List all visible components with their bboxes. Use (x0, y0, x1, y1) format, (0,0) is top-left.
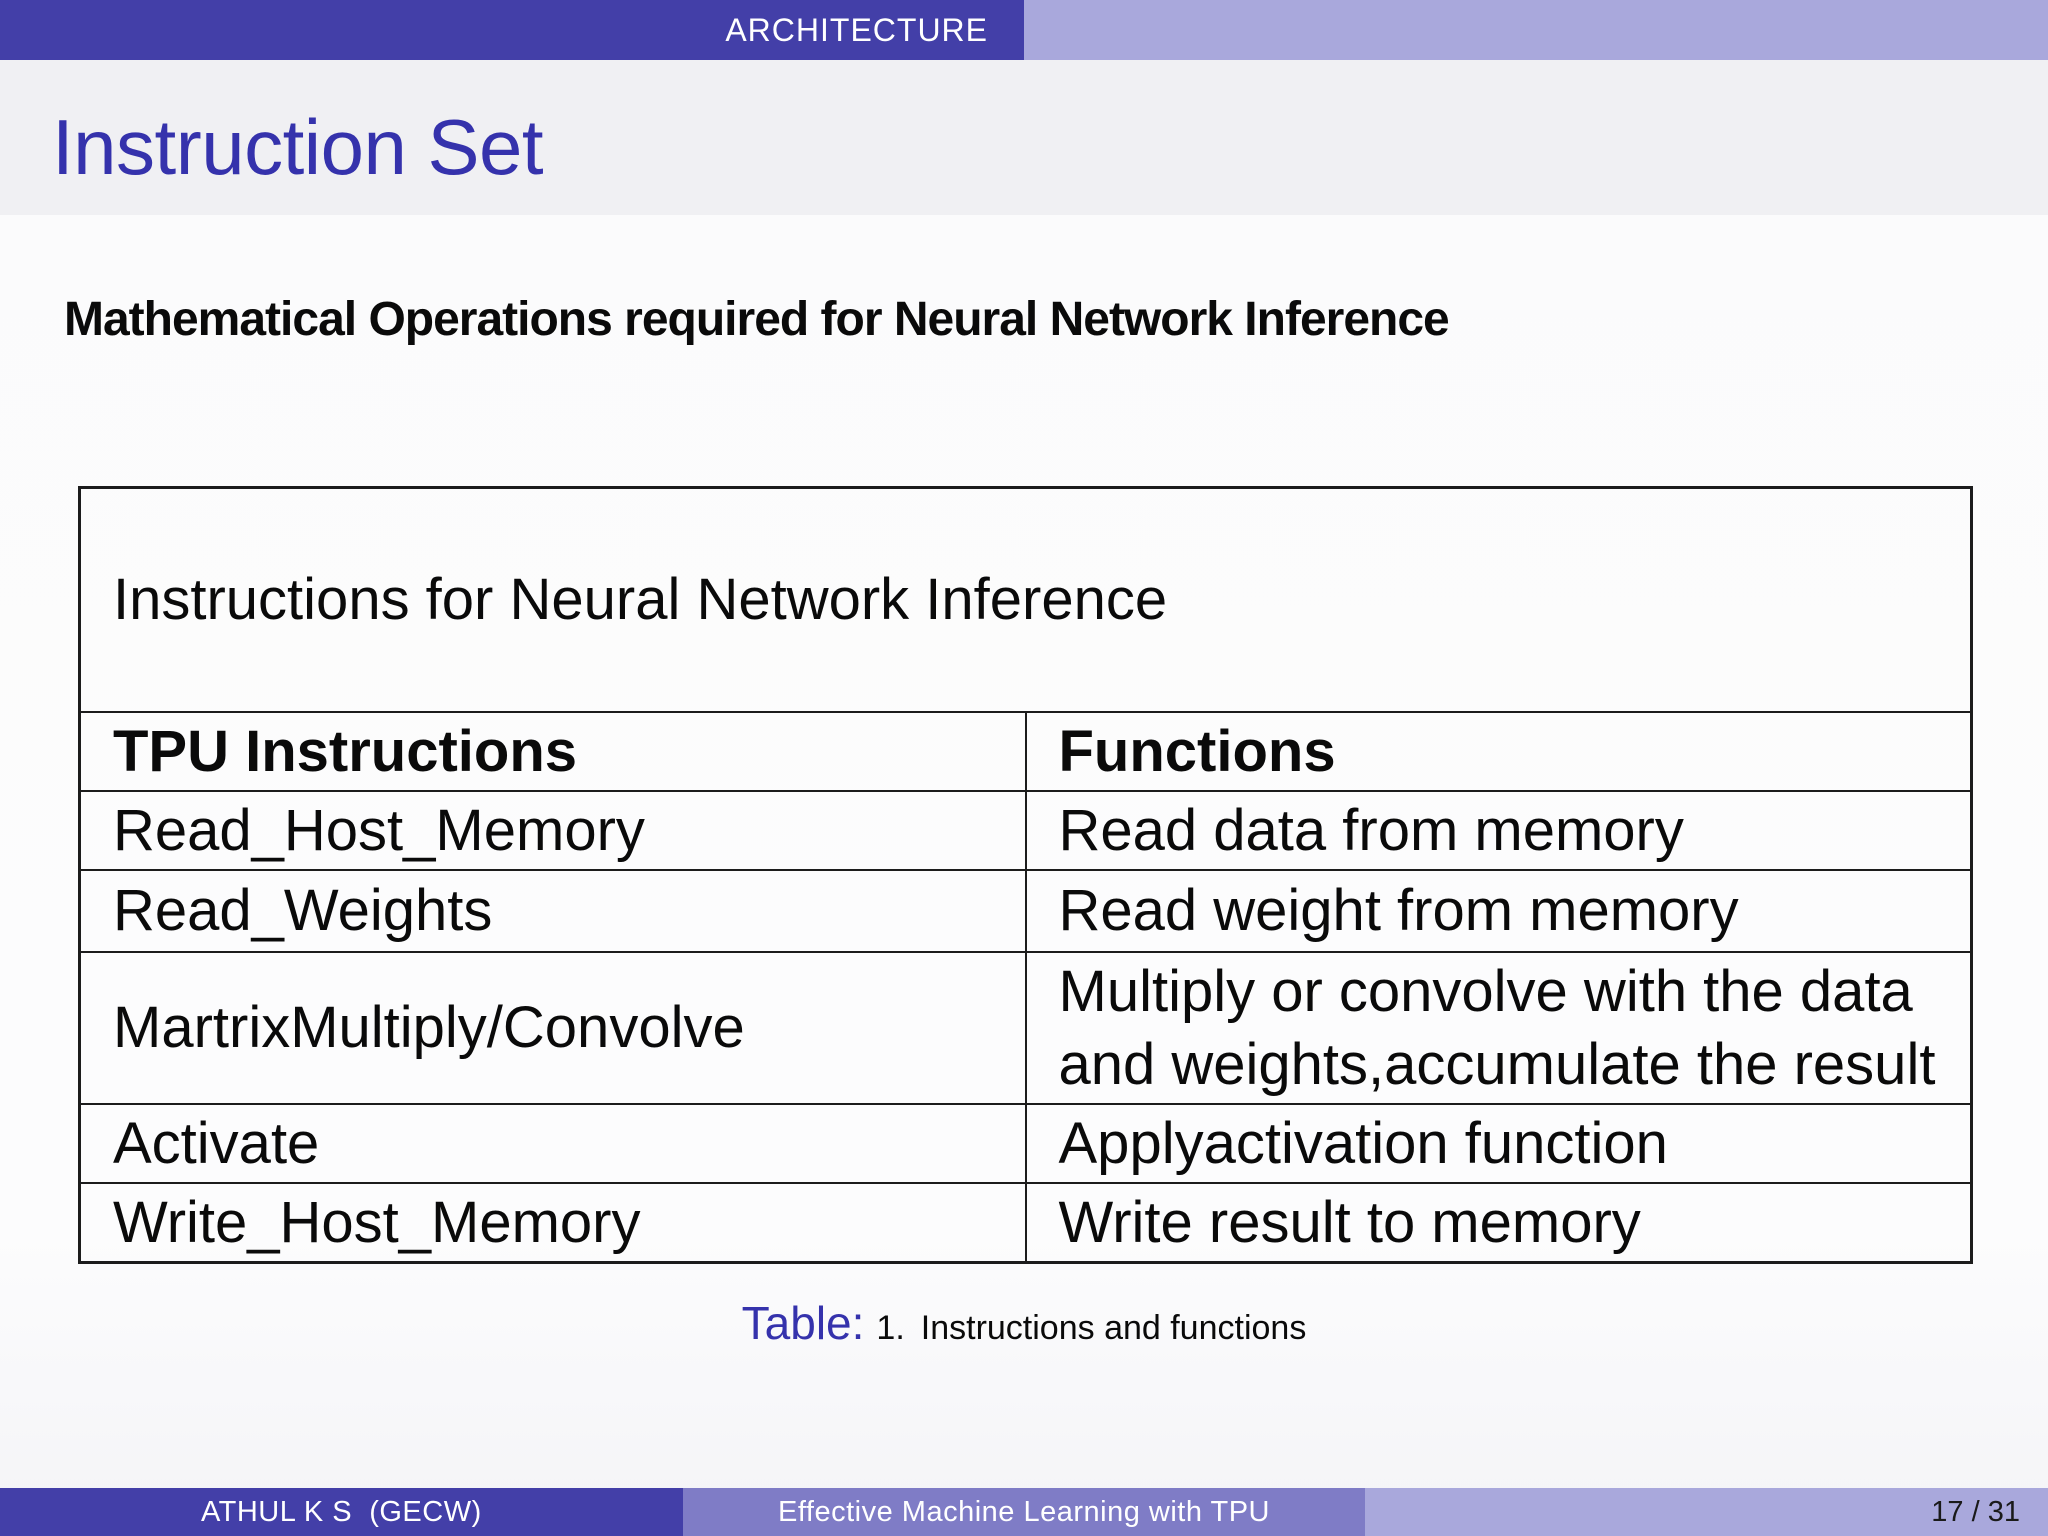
function-cell: Write result to memory (1024, 1181, 1973, 1264)
instruction-cell: Read_Host_Memory (78, 789, 1027, 871)
footer-title-segment: Effective Machine Learning with TPU (682, 1488, 1366, 1536)
table-caption: Table: 1. Instructions and functions (0, 1296, 2048, 1350)
subsection-header-segment (1024, 0, 2048, 60)
frame-title-band: Instruction Set (0, 60, 2048, 215)
footer-author: ATHUL K S (GECW) (200, 1495, 482, 1528)
footer-deck-title: Effective Machine Learning with TPU (778, 1495, 1270, 1528)
header-bar: ARCHITECTURE (0, 0, 2048, 60)
table-header-row: TPU Instructions Functions (78, 710, 1973, 792)
section-label: ARCHITECTURE (725, 11, 988, 48)
content-heading: Mathematical Operations required for Neu… (64, 293, 1450, 346)
table-title: Instructions for Neural Network Inferenc… (78, 486, 1973, 713)
caption-number: 1. (876, 1309, 905, 1347)
footer-page-number: 17 / 31 (1931, 1495, 2020, 1528)
table-row: MartrixMultiply/Convolve Multiply or con… (78, 950, 1973, 1105)
table-row: Read_Host_Memory Read data from memory (78, 789, 1973, 871)
function-cell: Read data from memory (1024, 789, 1973, 871)
table-row: Write_Host_Memory Write result to memory (78, 1181, 1973, 1264)
column-header-functions: Functions (1024, 710, 1973, 792)
column-header-tpu-instructions: TPU Instructions (78, 710, 1027, 792)
table-row: Activate Applyactivation function (78, 1102, 1973, 1184)
table-row: Read_Weights Read weight from memory (78, 868, 1973, 953)
footer-bar: ATHUL K S (GECW) Effective Machine Learn… (0, 1488, 2048, 1536)
function-cell: Applyactivation function (1024, 1102, 1973, 1184)
instruction-cell: Read_Weights (78, 868, 1027, 953)
function-cell: Read weight from memory (1024, 868, 1973, 953)
instructions-table: Instructions for Neural Network Inferenc… (78, 486, 1973, 1265)
instruction-cell: Activate (78, 1102, 1027, 1184)
function-cell: Multiply or convolve with the data and w… (1024, 950, 1973, 1105)
instruction-cell: Write_Host_Memory (78, 1181, 1027, 1264)
caption-label: Table: (741, 1297, 865, 1349)
footer-author-segment: ATHUL K S (GECW) (0, 1488, 683, 1536)
section-header-segment: ARCHITECTURE (0, 0, 1024, 60)
frame-title: Instruction Set (52, 103, 544, 191)
instruction-cell: MartrixMultiply/Convolve (78, 950, 1027, 1105)
footer-page-segment: 17 / 31 (1365, 1488, 2048, 1536)
table-title-row: Instructions for Neural Network Inferenc… (78, 486, 1973, 713)
caption-text: Instructions and functions (920, 1309, 1307, 1347)
